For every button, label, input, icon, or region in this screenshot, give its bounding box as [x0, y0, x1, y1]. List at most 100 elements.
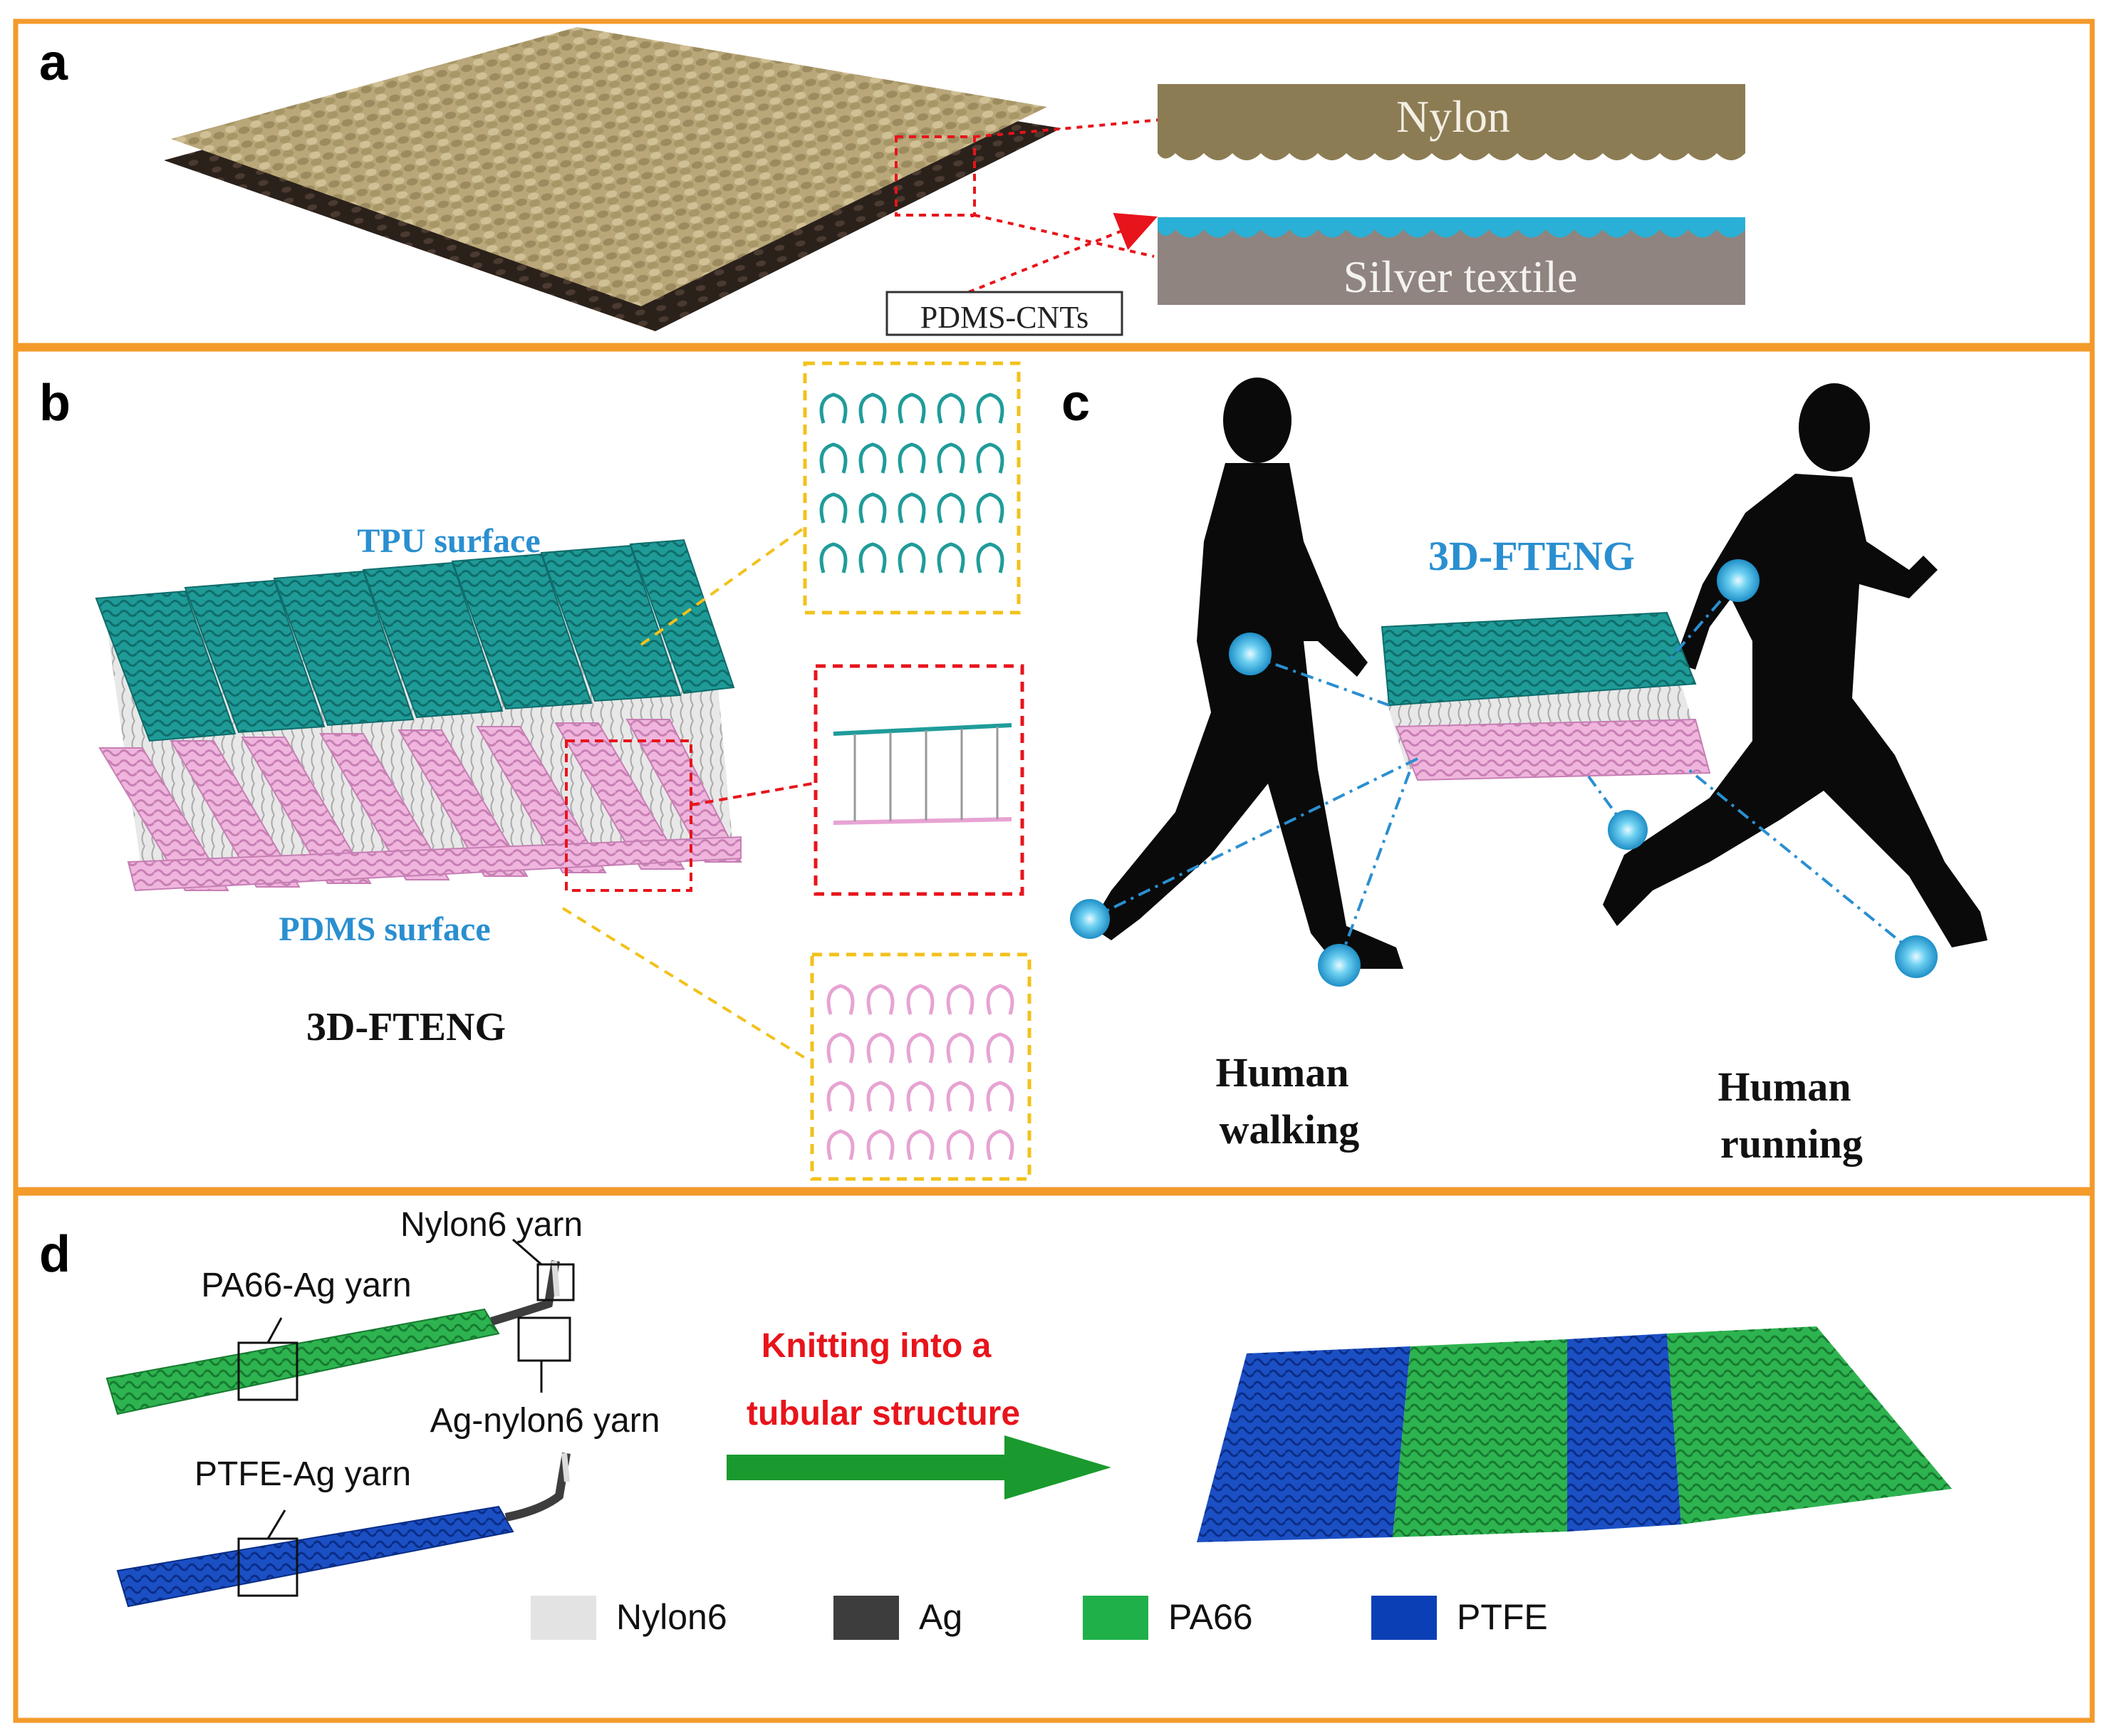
legend-swatch [833, 1596, 899, 1640]
knit-loop [819, 442, 848, 474]
nylon6-yarn-label: Nylon6 yarn [400, 1206, 583, 1244]
panel-b: b TPU surface [39, 361, 1031, 1181]
cross-section-box [814, 664, 1024, 896]
knit-loop [858, 393, 887, 424]
zoom-box [895, 135, 976, 217]
silver-textile-layer [1158, 228, 1745, 305]
knit-loop [937, 442, 965, 474]
knit-loop [866, 1129, 895, 1160]
knit-loop [819, 542, 848, 573]
panel-d-letter: d [39, 1226, 71, 1283]
knitted-fabric [1197, 1326, 1952, 1542]
knit-loop [976, 542, 1004, 573]
panel-b-device-label: 3D-FTENG [306, 1005, 506, 1049]
running-label-line2: running [1720, 1121, 1863, 1167]
knit-loop [898, 442, 926, 474]
panel-b-letter: b [39, 375, 71, 432]
sensor-node [1895, 935, 1938, 978]
running-label-line1: Human [1718, 1064, 1851, 1110]
knit-loop [826, 1129, 855, 1160]
knit-loop [986, 1081, 1014, 1112]
panel-c: c 3D-FTENG [1061, 375, 1987, 1167]
knitting-label-line2: tubular structure [747, 1395, 1020, 1433]
knit-loop [906, 1032, 935, 1064]
cnt-coating [1158, 217, 1745, 238]
knit-loop [906, 984, 935, 1015]
material-legend: Nylon6 Ag PA66 PTFE [531, 1596, 1548, 1640]
legend-label: PTFE [1457, 1597, 1548, 1637]
walking-label-line2: walking [1220, 1106, 1360, 1153]
knit-loop [866, 1081, 895, 1112]
knit-loop [858, 492, 887, 524]
tpu-surface-label: TPU surface [357, 522, 540, 560]
knit-loop [976, 492, 1004, 524]
c-device [1381, 611, 1711, 781]
legend-label: Ag [919, 1597, 962, 1637]
knit-loop [898, 492, 926, 524]
knit-loop [986, 1032, 1014, 1064]
pa66-ag-yarn-label: PA66-Ag yarn [201, 1267, 411, 1304]
knit-loop [976, 442, 1004, 474]
knitting-label-line1: Knitting into a [762, 1327, 992, 1365]
sensor-node [1229, 633, 1272, 675]
tpu-knit-loops [819, 393, 1004, 573]
knit-loop [826, 1032, 855, 1064]
legend-label: Nylon6 [616, 1597, 727, 1637]
knit-loop [937, 492, 965, 524]
sensor-node [1318, 944, 1361, 987]
legend-label: PA66 [1168, 1597, 1253, 1637]
walking-label-line1: Human [1216, 1049, 1349, 1096]
ptfe-ag-yarn [116, 1452, 571, 1608]
sensor-node [1608, 810, 1648, 850]
tpu-knit-zoom-box [803, 361, 1021, 615]
knit-loop [826, 1081, 855, 1112]
knit-loop [858, 542, 887, 573]
knit-loop [976, 393, 1004, 424]
knit-loop [906, 1129, 935, 1160]
sensor-node [1070, 899, 1110, 939]
knit-loop [906, 1081, 935, 1112]
knit-loop [937, 393, 965, 424]
pdms-knit-loops [826, 984, 1014, 1160]
knit-loop [937, 542, 965, 573]
knit-loop [946, 984, 975, 1015]
pdms-ribs [98, 719, 742, 892]
knit-loop [819, 393, 848, 424]
sensor-nodes [1070, 559, 1938, 987]
panel-frames [13, 19, 2095, 1723]
panel-d: d Nylon6 yarn PA66-Ag yarn Ag-nylon6 yar… [39, 1206, 1952, 1640]
pdms-surface-label: PDMS surface [279, 910, 490, 948]
cross-section-zoom-box [565, 739, 692, 892]
knit-loop [866, 984, 895, 1015]
silver-textile-label: Silver textile [1344, 251, 1578, 302]
knit-loop [826, 984, 855, 1015]
panel-a: a Nylon Silver textile PDMS-CNTs [39, 27, 1745, 336]
tpu-ribs [95, 539, 735, 742]
walking-person-silhouette [1090, 378, 1403, 969]
pdms-cnts-label-box [885, 291, 1123, 336]
knit-loop [858, 442, 887, 474]
knit-loop [898, 393, 926, 424]
pdms-cnts-label: PDMS-CNTs [920, 300, 1089, 335]
knit-loop [986, 1129, 1014, 1160]
cross-section-detail [833, 723, 1012, 825]
nylon-label: Nylon [1396, 91, 1510, 142]
ag-nylon6-yarn-label: Ag-nylon6 yarn [430, 1402, 660, 1440]
nylon-layer [1158, 84, 1745, 160]
knit-loop [819, 492, 848, 524]
knit-loop [866, 1032, 895, 1064]
knit-loop [898, 542, 926, 573]
pa66-ag-yarn [105, 1260, 560, 1415]
legend-swatch [531, 1596, 596, 1640]
running-person-silhouette [1603, 383, 1987, 947]
panel-c-device-label: 3D-FTENG [1428, 533, 1635, 579]
legend-swatch [1083, 1596, 1148, 1640]
ptfe-ag-yarn-label: PTFE-Ag yarn [194, 1455, 411, 1493]
panel-c-letter: c [1061, 375, 1090, 432]
knit-loop [986, 984, 1014, 1015]
nylon-textile-sheet [171, 27, 1047, 306]
sensor-node [1717, 559, 1760, 602]
knit-loop [946, 1081, 975, 1112]
legend-swatch [1371, 1596, 1437, 1640]
